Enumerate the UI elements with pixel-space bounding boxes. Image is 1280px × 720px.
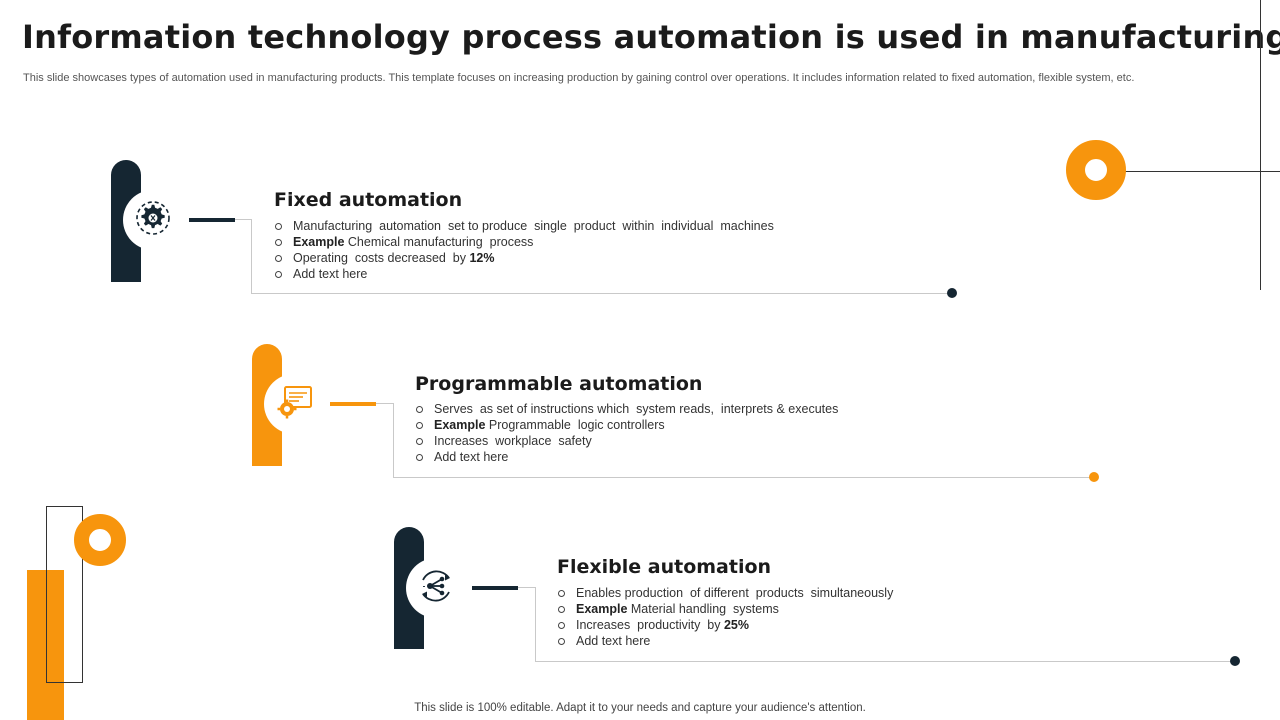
slide-subtitle: This slide showcases types of automation… bbox=[23, 72, 1135, 84]
list-item: Serves as set of instructions which syst… bbox=[415, 401, 838, 417]
icon-holder bbox=[406, 558, 466, 618]
connector-line bbox=[535, 587, 1236, 662]
list-item: Example Material handling systems bbox=[557, 601, 893, 617]
list-item: Example Programmable logic controllers bbox=[415, 417, 838, 433]
icon-holder bbox=[264, 374, 324, 434]
connector-line bbox=[251, 219, 952, 294]
section-heading: Programmable automation bbox=[415, 373, 703, 395]
right-horizontal-line bbox=[1096, 171, 1280, 172]
slide-footer: This slide is 100% editable. Adapt it to… bbox=[414, 702, 866, 714]
connector-top bbox=[376, 403, 393, 404]
section-heading: Fixed automation bbox=[274, 189, 463, 211]
connector-end-dot bbox=[1230, 656, 1240, 666]
flexible-process-icon bbox=[415, 565, 457, 612]
gear-settings-icon bbox=[132, 197, 174, 244]
list-item: Example Chemical manufacturing process bbox=[274, 234, 774, 250]
icon-holder bbox=[123, 190, 183, 250]
section-dash bbox=[330, 402, 376, 406]
list-item: Add text here bbox=[557, 633, 893, 649]
right-vertical-line bbox=[1260, 0, 1261, 290]
connector-line bbox=[393, 403, 1094, 478]
list-item: Add text here bbox=[415, 449, 838, 465]
orange-bar-decoration bbox=[27, 570, 64, 720]
list-item: Enables production of different products… bbox=[557, 585, 893, 601]
list-item: Manufacturing automation set to produce … bbox=[274, 218, 774, 234]
programming-monitor-icon bbox=[273, 381, 315, 428]
slide-title-text: Information technology process automatio… bbox=[22, 18, 1280, 56]
bullet-list: Manufacturing automation set to produce … bbox=[274, 218, 774, 282]
orange-ring-decoration-top bbox=[1066, 140, 1126, 200]
list-item: Increases workplace safety bbox=[415, 433, 838, 449]
section-dash bbox=[189, 218, 235, 222]
orange-ring-decoration-bottom bbox=[74, 514, 126, 566]
connector-end-dot bbox=[947, 288, 957, 298]
connector-top bbox=[235, 219, 251, 220]
section-heading: Flexible automation bbox=[557, 556, 772, 578]
connector-top bbox=[518, 587, 535, 588]
outline-rectangle-decoration bbox=[46, 506, 83, 683]
slide-title: Information technology process automatio… bbox=[22, 18, 1280, 56]
connector-end-dot bbox=[1089, 472, 1099, 482]
bullet-list: Enables production of different products… bbox=[557, 585, 893, 649]
list-item: Add text here bbox=[274, 266, 774, 282]
list-item: Operating costs decreased by 12% bbox=[274, 250, 774, 266]
bullet-list: Serves as set of instructions which syst… bbox=[415, 401, 838, 465]
section-dash bbox=[472, 586, 518, 590]
list-item: Increases productivity by 25% bbox=[557, 617, 893, 633]
